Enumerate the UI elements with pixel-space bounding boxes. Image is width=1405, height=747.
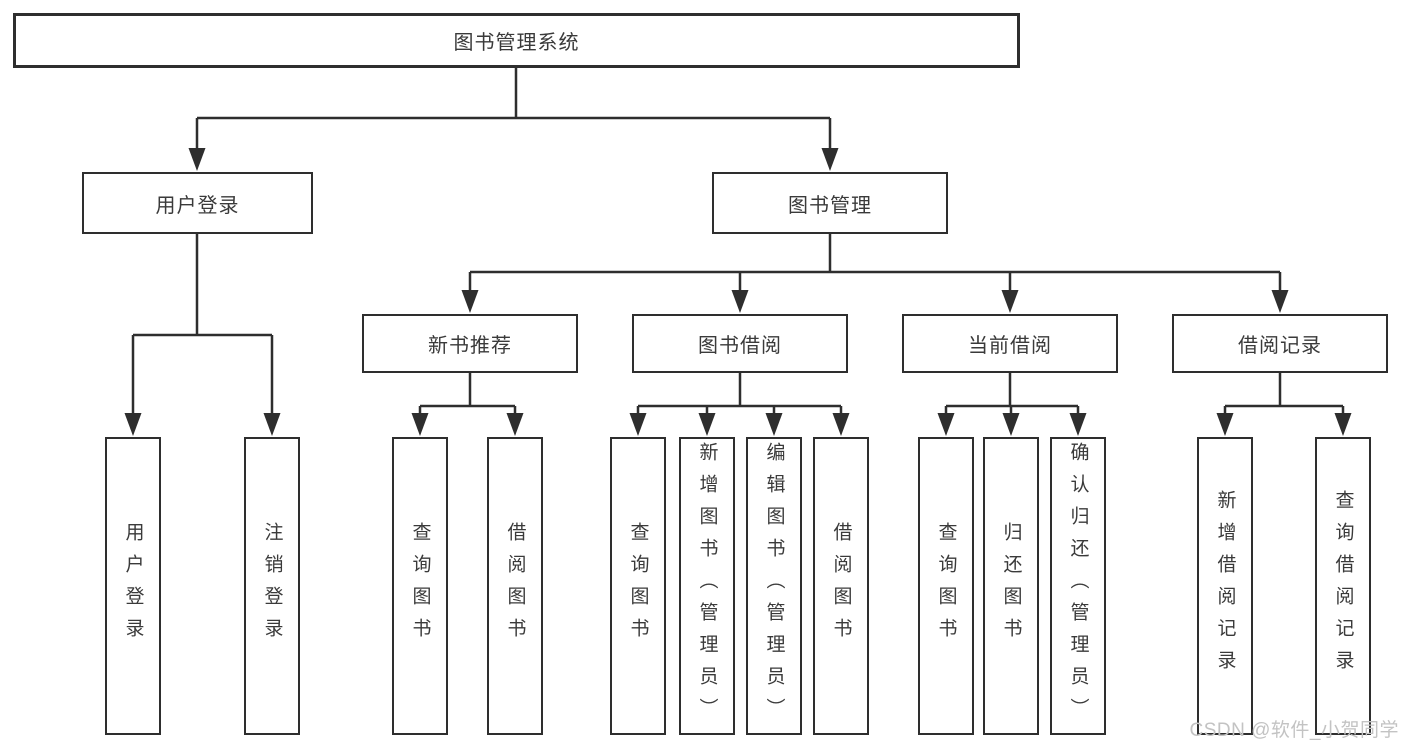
leaf-confirm-return-admin-label: 确认归还（管理员） (1067, 442, 1089, 730)
leaf-logout: 注销登录 (244, 437, 300, 735)
leaf-return-book-label: 归还图书 (1000, 522, 1022, 650)
leaf-query-borrow-record: 查询借阅记录 (1315, 437, 1371, 735)
leaf-borrow-query-books-label: 查询图书 (627, 522, 649, 650)
leaf-current-query-books: 查询图书 (918, 437, 974, 735)
leaf-edit-book-admin-label: 编辑图书（管理员） (763, 442, 785, 730)
node-current-borrow-label: 当前借阅 (968, 335, 1052, 357)
arrowheads (124, 148, 1352, 436)
node-new-book-recommend: 新书推荐 (362, 314, 578, 373)
leaf-current-query-books-label: 查询图书 (935, 522, 957, 650)
node-new-book-recommend-label: 新书推荐 (428, 335, 512, 357)
leaf-newbook-query-books: 查询图书 (392, 437, 448, 735)
leaf-newbook-query-books-label: 查询图书 (409, 522, 431, 650)
node-user-login-label: 用户登录 (155, 194, 240, 217)
leaf-add-book-admin: 新增图书（管理员） (679, 437, 735, 735)
node-book-borrow-label: 图书借阅 (698, 335, 782, 357)
leaf-add-book-admin-label: 新增图书（管理员） (696, 442, 718, 730)
leaf-add-borrow-record: 新增借阅记录 (1197, 437, 1253, 735)
node-current-borrow: 当前借阅 (902, 314, 1118, 373)
leaf-user-login-label: 用户登录 (122, 522, 144, 650)
node-book-management: 图书管理 (712, 172, 948, 234)
node-borrow-record-label: 借阅记录 (1238, 335, 1322, 357)
leaf-query-borrow-record-label: 查询借阅记录 (1332, 490, 1354, 682)
leaf-edit-book-admin: 编辑图书（管理员） (746, 437, 802, 735)
node-root-label: 图书管理系统 (453, 32, 580, 54)
csdn-watermark: CSDN @软件_小贺同学 (1189, 720, 1399, 741)
leaf-confirm-return-admin: 确认归还（管理员） (1050, 437, 1106, 735)
leaf-borrow-query-books: 查询图书 (610, 437, 666, 735)
leaf-newbook-borrow-books: 借阅图书 (487, 437, 543, 735)
leaf-user-login: 用户登录 (105, 437, 161, 735)
leaf-logout-label: 注销登录 (261, 522, 283, 650)
node-book-borrow: 图书借阅 (632, 314, 848, 373)
leaf-return-book: 归还图书 (983, 437, 1039, 735)
leaf-borrow-book: 借阅图书 (813, 437, 869, 735)
leaf-borrow-book-label: 借阅图书 (830, 522, 852, 650)
node-root-system: 图书管理系统 (13, 13, 1020, 68)
leaf-newbook-borrow-books-label: 借阅图书 (504, 522, 526, 650)
leaf-add-borrow-record-label: 新增借阅记录 (1214, 490, 1236, 682)
node-borrow-record: 借阅记录 (1172, 314, 1388, 373)
node-book-management-label: 图书管理 (788, 194, 872, 217)
node-user-login: 用户登录 (82, 172, 313, 234)
